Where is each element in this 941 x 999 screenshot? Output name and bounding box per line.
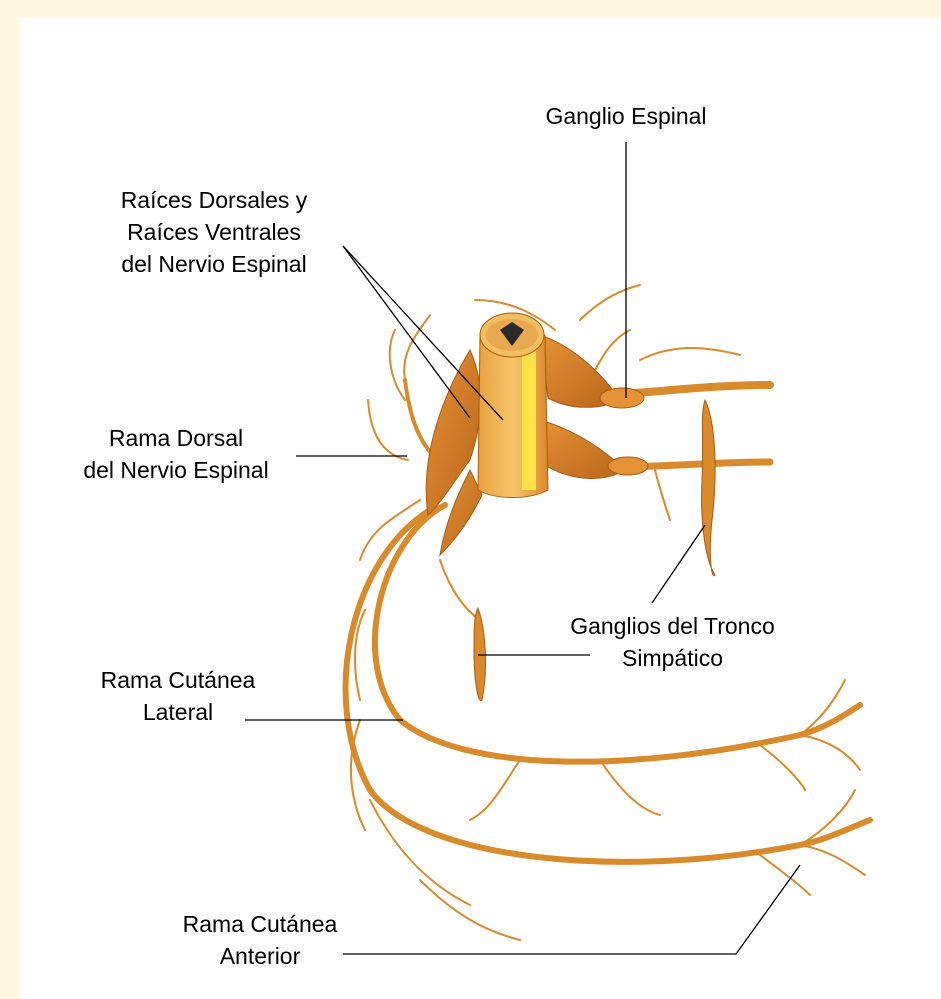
- label-ganglio-espinal: Ganglio Espinal: [500, 100, 752, 132]
- anterior-nerve-trunk: [346, 510, 870, 862]
- label-rama-lateral: Rama Cutánea Lateral: [70, 664, 286, 728]
- leader-rama-anterior: [343, 865, 800, 954]
- label-raices: Raíces Dorsales y Raíces Ventrales del N…: [80, 184, 348, 280]
- leader-raices-2: [343, 246, 503, 420]
- label-ganglios-tronco: Ganglios del Tronco Simpático: [535, 610, 810, 674]
- spinal-cord: [478, 313, 548, 498]
- label-rama-dorsal: Rama Dorsal del Nervio Espinal: [50, 422, 302, 486]
- label-rama-anterior: Rama Cutánea Anterior: [152, 908, 368, 972]
- leader-ganglios-tronco-1: [652, 525, 705, 603]
